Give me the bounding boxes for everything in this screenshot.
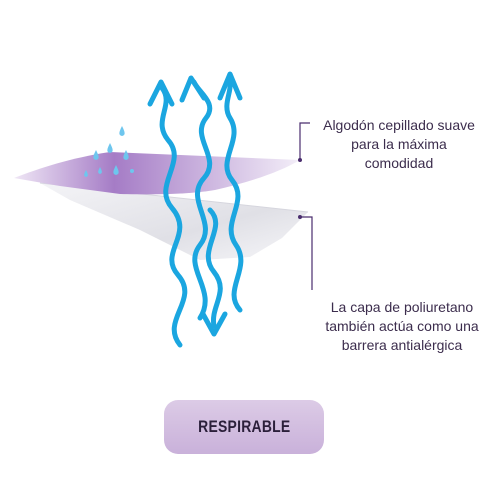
airflow-arrow-down	[205, 207, 223, 329]
water-droplet-icon	[107, 143, 113, 153]
water-droplets	[84, 126, 134, 177]
polyurethane-layer	[40, 183, 308, 260]
arrow-up-icon	[217, 71, 243, 101]
water-droplet-icon	[119, 126, 125, 136]
water-droplet-icon	[93, 150, 99, 160]
arrow-up-icon	[147, 79, 175, 107]
callout-line: Algodón cepillado suave	[323, 117, 475, 133]
callout-marker-top	[299, 122, 310, 160]
water-droplet-icon	[98, 167, 102, 174]
water-droplet-icon	[84, 170, 88, 177]
water-droplet-icon	[113, 165, 119, 175]
callout-cotton-text: Algodón cepillado suave para la máxima c…	[313, 116, 485, 173]
badge-label: RESPIRABLE	[197, 417, 291, 436]
callout-line: barrera antialérgica	[341, 337, 463, 353]
callout-line: comodidad	[364, 155, 434, 171]
callout-line: también actúa como una	[325, 318, 479, 334]
callout-marker-bottom	[300, 216, 313, 290]
callout-polyurethane-text: La capa de poliuretano también actúa com…	[308, 298, 496, 355]
airflow-arrow-up	[191, 79, 213, 321]
arrow-up-icon	[179, 75, 207, 103]
airflow-arrow-up	[224, 79, 244, 313]
water-droplet-icon	[123, 150, 129, 160]
callout-line: La capa de poliuretano	[330, 299, 474, 315]
arrow-down-icon	[200, 311, 228, 337]
callout-line: para la máxima	[351, 136, 447, 152]
respirable-badge: RESPIRABLE	[164, 400, 324, 454]
airflow-arrow-up	[159, 85, 188, 348]
